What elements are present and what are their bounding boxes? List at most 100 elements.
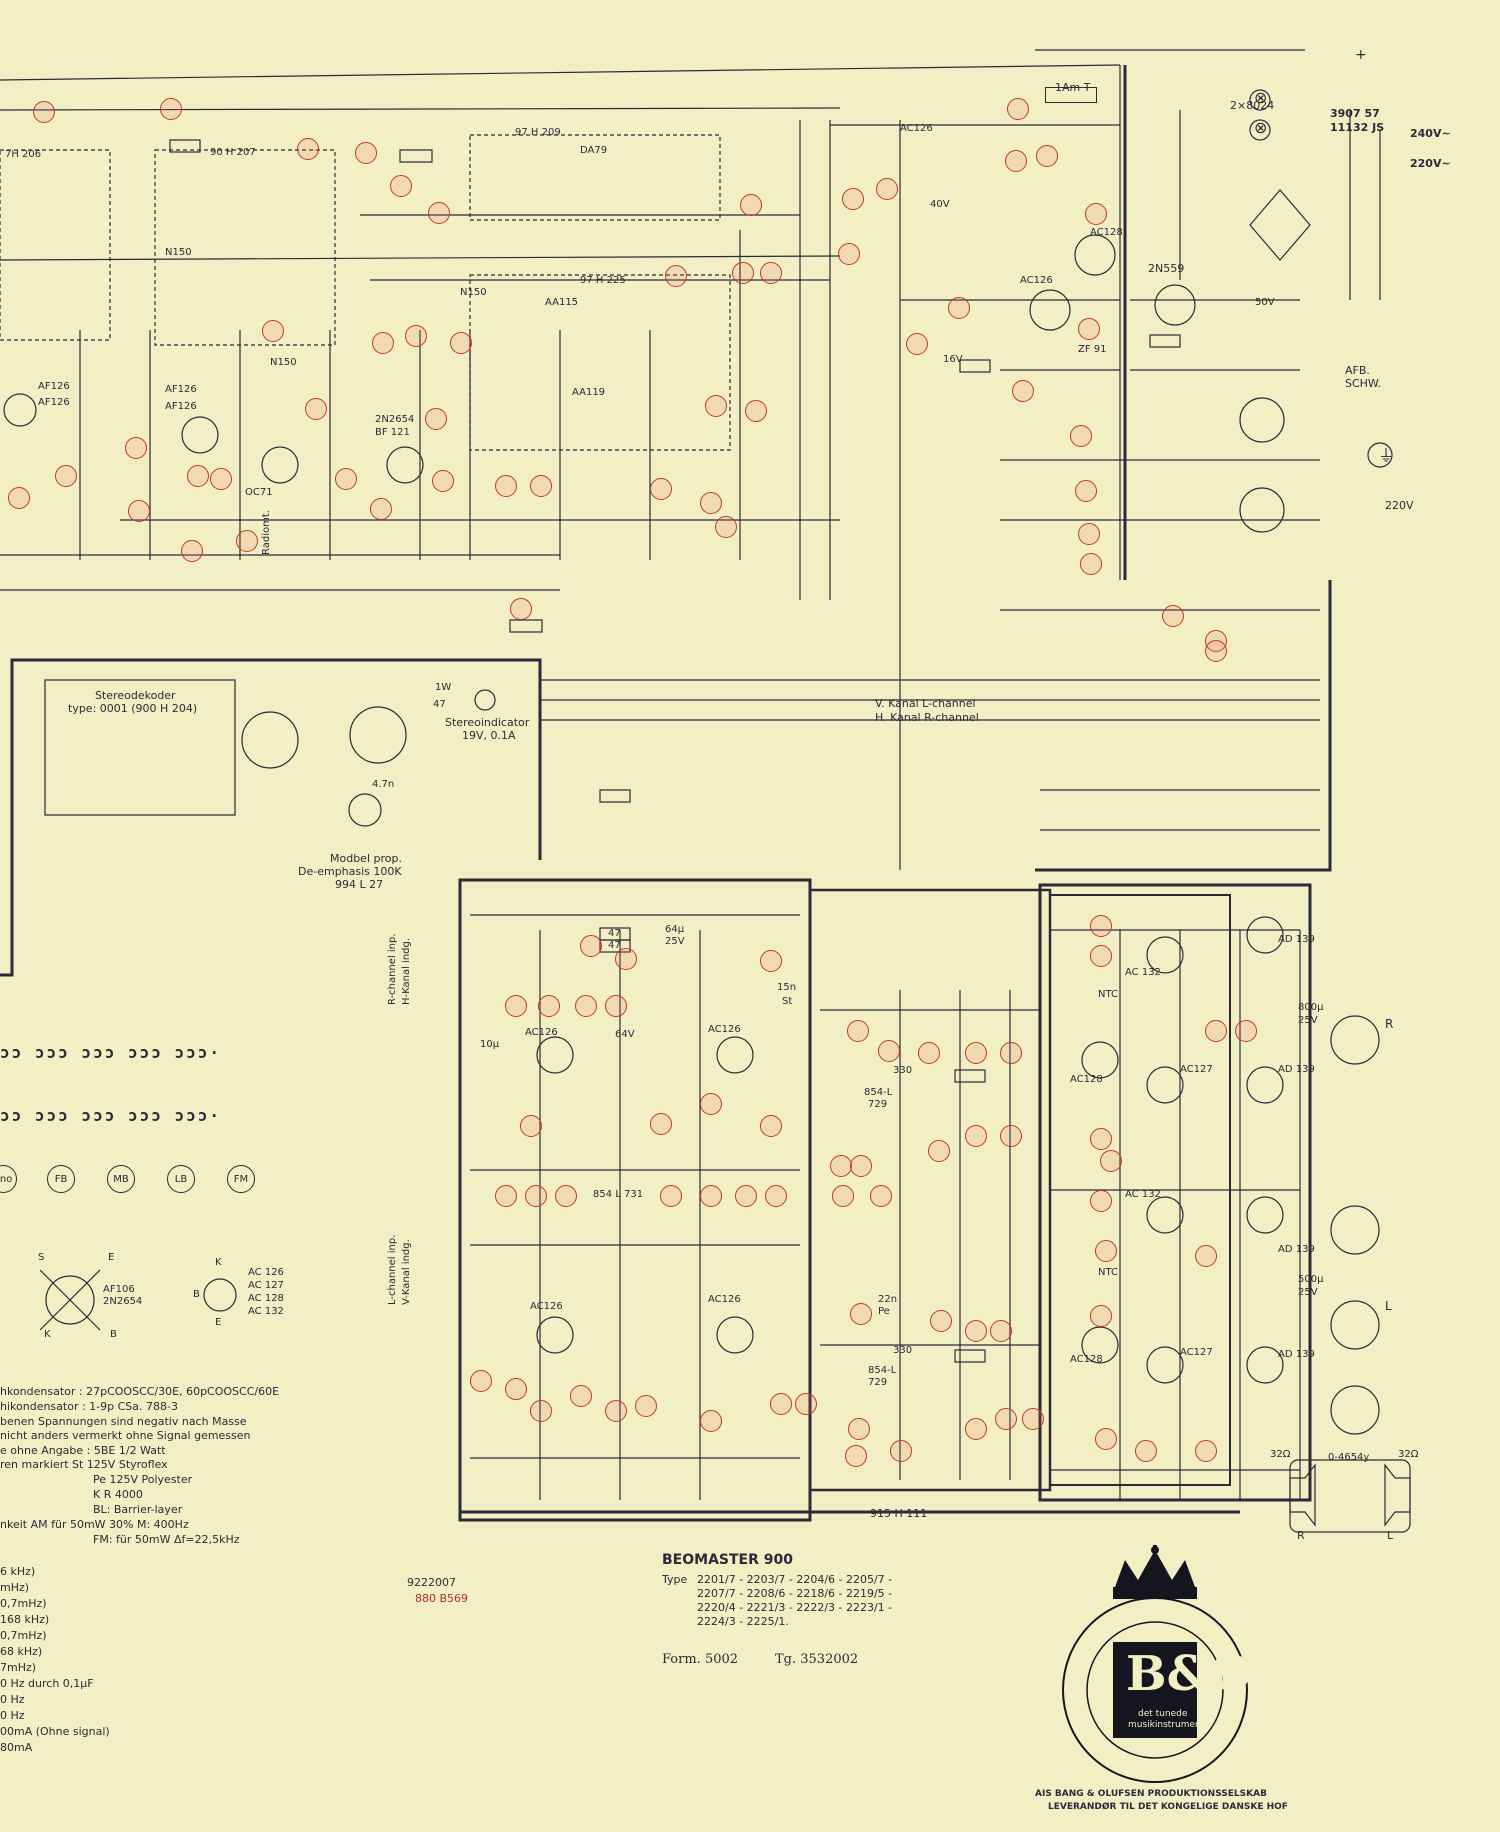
component-marker: [995, 1408, 1017, 1430]
component-marker: [570, 1385, 592, 1407]
component-marker: [1095, 1428, 1117, 1450]
ntc-label: NTC: [1098, 989, 1118, 1000]
fuse-label: 1Am T: [1055, 81, 1091, 94]
coil-label: 7H 206: [5, 149, 42, 160]
component-marker: [845, 1445, 867, 1467]
component-marker: [1078, 318, 1100, 340]
transistor-label: OC71: [245, 487, 273, 498]
resistor-label: 330: [893, 1065, 913, 1076]
component-marker: [1205, 640, 1227, 662]
preamp-transistor-label: AC126: [708, 1294, 741, 1305]
volume-pot-label: 854 L 731: [593, 1189, 644, 1200]
power-transistor-label: AC126: [1020, 275, 1053, 286]
component-marker: [906, 333, 928, 355]
component-marker: [495, 1185, 517, 1207]
zener-label: ZF 91: [1078, 344, 1107, 355]
cap-label: 22n: [878, 1294, 898, 1305]
component-marker: [650, 1113, 672, 1135]
component-marker: [335, 468, 357, 490]
v-kanal-input-label: V-Kanal indg.: [401, 1239, 412, 1305]
component-marker: [1000, 1042, 1022, 1064]
mains-voltage-label: 220V: [1385, 499, 1414, 512]
radiometer-label: Radiomt.: [261, 510, 272, 555]
driver-transistor-label: AC128: [1070, 1074, 1103, 1085]
driver-transistor-label: AC 132: [1125, 1189, 1161, 1200]
output-cap-voltage: 25V: [1298, 1287, 1318, 1298]
cap-label: N150: [165, 247, 192, 258]
bo-tagline-2: musikinstrument: [1128, 1720, 1205, 1730]
component-marker: [760, 950, 782, 972]
component-marker: [575, 995, 597, 1017]
component-marker: [530, 1400, 552, 1422]
fuse-box: [1045, 87, 1097, 103]
cap-voltage: 25V: [665, 936, 685, 947]
transistor-label: AF126: [38, 397, 70, 408]
component-marker: [1078, 523, 1100, 545]
component-marker: [928, 1140, 950, 1162]
component-marker: [538, 995, 560, 1017]
resistor-label: 47: [608, 928, 621, 939]
mains-plug-icon: ⏚: [1378, 446, 1395, 465]
power-transistor-label: 2N559: [1148, 262, 1185, 275]
measure-line: 0 Hz durch 0,1µF: [0, 1677, 94, 1690]
component-marker: [770, 1393, 792, 1415]
legend-line: nkeit AM für 50mW 30% M: 400Hz: [0, 1518, 189, 1531]
component-marker: [965, 1042, 987, 1064]
output-transistor-label: AD 139: [1278, 1244, 1315, 1255]
speaker-l-label: L: [1387, 1529, 1394, 1542]
component-marker: [635, 1395, 657, 1417]
component-marker: [370, 498, 392, 520]
component-marker: [795, 1393, 817, 1415]
diode-label: DA79: [580, 145, 608, 156]
resistor-label: 330: [893, 1345, 913, 1356]
band-label: MB: [113, 1173, 129, 1185]
component-marker: [847, 1020, 869, 1042]
component-marker: [510, 598, 532, 620]
band-indicator-fm: FM: [227, 1165, 255, 1193]
legend-line: benen Spannungen sind negativ nach Masse: [0, 1415, 247, 1428]
tone-pot-label: 729: [868, 1377, 888, 1388]
type-line: 2207/7 - 2208/6 - 2218/6 - 2219/5 -: [697, 1587, 893, 1600]
pinout-s: S: [38, 1252, 45, 1263]
cap-label: N150: [460, 287, 487, 298]
transformer-240v-tap: 240V~: [1410, 127, 1451, 140]
pinout-b: B: [193, 1289, 200, 1300]
resistor-label: 47: [608, 940, 621, 951]
component-marker: [1090, 1190, 1112, 1212]
component-marker: [450, 332, 472, 354]
driver-transistor-label: AC 132: [1125, 967, 1161, 978]
indicator-lamp-icon: ⊗: [1254, 118, 1268, 137]
diode-label: AA119: [572, 387, 606, 398]
stereo-decoder-type: type: 0001 (900 H 204): [68, 702, 198, 715]
component-marker: [428, 202, 450, 224]
component-marker: [1022, 1408, 1044, 1430]
document-number-red: 880 B569: [415, 1592, 469, 1605]
measure-line: mHz): [0, 1581, 30, 1594]
measure-line: 7mHz): [0, 1661, 37, 1674]
cap-label: 15n: [777, 982, 797, 993]
pinout-k: K: [44, 1329, 51, 1340]
component-marker: [965, 1125, 987, 1147]
band-indicator-lb: LB: [167, 1165, 195, 1193]
component-marker: [530, 475, 552, 497]
preamp-transistor-label: AC126: [525, 1027, 558, 1038]
legend-line: Pe 125V Polyester: [93, 1473, 193, 1486]
band-label: FB: [54, 1173, 68, 1185]
speaker-r-label: R: [1297, 1529, 1305, 1542]
pinout-type: AC 128: [248, 1293, 284, 1304]
stereo-indicator-label: Stereoindicator: [445, 716, 530, 729]
component-marker: [650, 478, 672, 500]
pinout-e: E: [108, 1252, 115, 1263]
component-marker: [181, 540, 203, 562]
component-marker: [505, 1378, 527, 1400]
bo-ring-text-bottom: LEVERANDØR TIL DET KONGELIGE DANSKE HOF: [1048, 1802, 1288, 1812]
component-marker: [236, 530, 258, 552]
component-marker: [842, 188, 864, 210]
deemphasis-line-2: De-emphasis 100K: [298, 865, 402, 878]
legend-line: hkondensator : 27pCOOSCC/30E, 60pCOOSCC/…: [0, 1385, 280, 1398]
driver-transistor-label: AC127: [1180, 1064, 1213, 1075]
cap-label: N150: [270, 357, 297, 368]
output-cap-label: 500µ: [1298, 1274, 1324, 1285]
measure-line: 0 Hz: [0, 1693, 25, 1706]
legend-line: hikondensator : 1-9p CSa. 788-3: [0, 1400, 178, 1413]
